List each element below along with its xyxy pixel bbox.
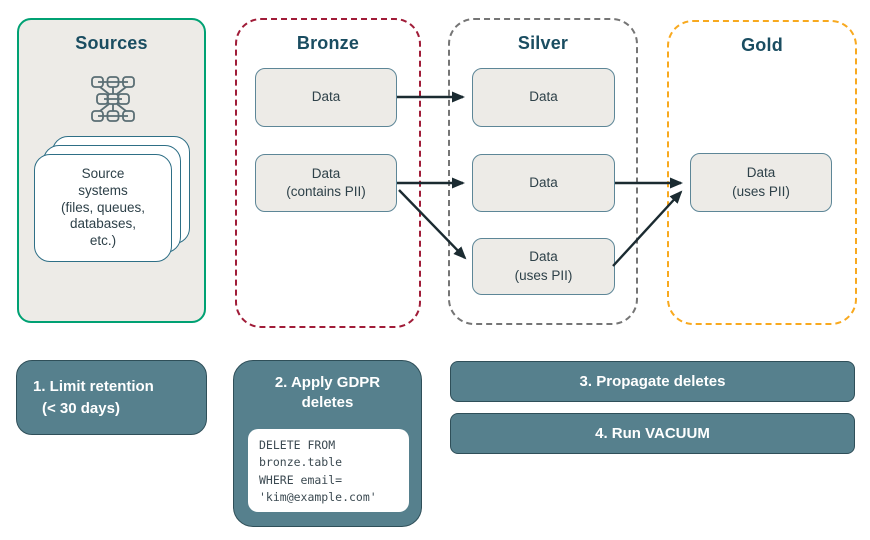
silver-data-top-node: Data [472, 68, 615, 127]
zone-gold: Gold [667, 20, 857, 325]
step1-line1: 1. Limit retention [33, 377, 154, 395]
step2-title: 2. Apply GDPR deletes [274, 374, 381, 411]
source-systems-card: Source systems (files, queues, databases… [34, 154, 172, 262]
silver-data-uses-pii-node: Data (uses PII) [472, 238, 615, 295]
step3-label: 3. Propagate deletes [579, 373, 726, 390]
source-systems-stack: Source systems (files, queues, databases… [34, 136, 206, 280]
zone-sources: Sources Source systems (files, queues, d… [17, 18, 206, 323]
zone-silver: Silver [448, 18, 638, 325]
sql-code-card: DELETE FROM bronze.table WHERE email= 'k… [248, 429, 409, 512]
step1-line2: (< 30 days) [42, 399, 120, 417]
zone-sources-title: Sources [75, 33, 148, 53]
bronze-data-node: Data [255, 68, 397, 127]
step4-label: 4. Run VACUUM [595, 425, 710, 442]
network-grid-icon [86, 74, 140, 124]
silver-data-mid-node: Data [472, 154, 615, 212]
step-propagate-deletes: 3. Propagate deletes [450, 361, 855, 402]
zone-bronze-title: Bronze [296, 33, 360, 53]
zone-bronze: Bronze [235, 18, 421, 328]
sql-delete-statement: DELETE FROM bronze.table WHERE email= 'k… [259, 438, 377, 504]
step-apply-gdpr-deletes: 2. Apply GDPR deletes DELETE FROM bronze… [233, 360, 422, 527]
zone-gold-title: Gold [741, 35, 783, 55]
step-limit-retention: 1. Limit retention (< 30 days) [16, 360, 207, 435]
step-run-vacuum: 4. Run VACUUM [450, 413, 855, 454]
zone-silver-title: Silver [517, 33, 569, 53]
gold-data-uses-pii-node: Data (uses PII) [690, 153, 832, 212]
bronze-data-contains-pii-node: Data (contains PII) [255, 154, 397, 212]
